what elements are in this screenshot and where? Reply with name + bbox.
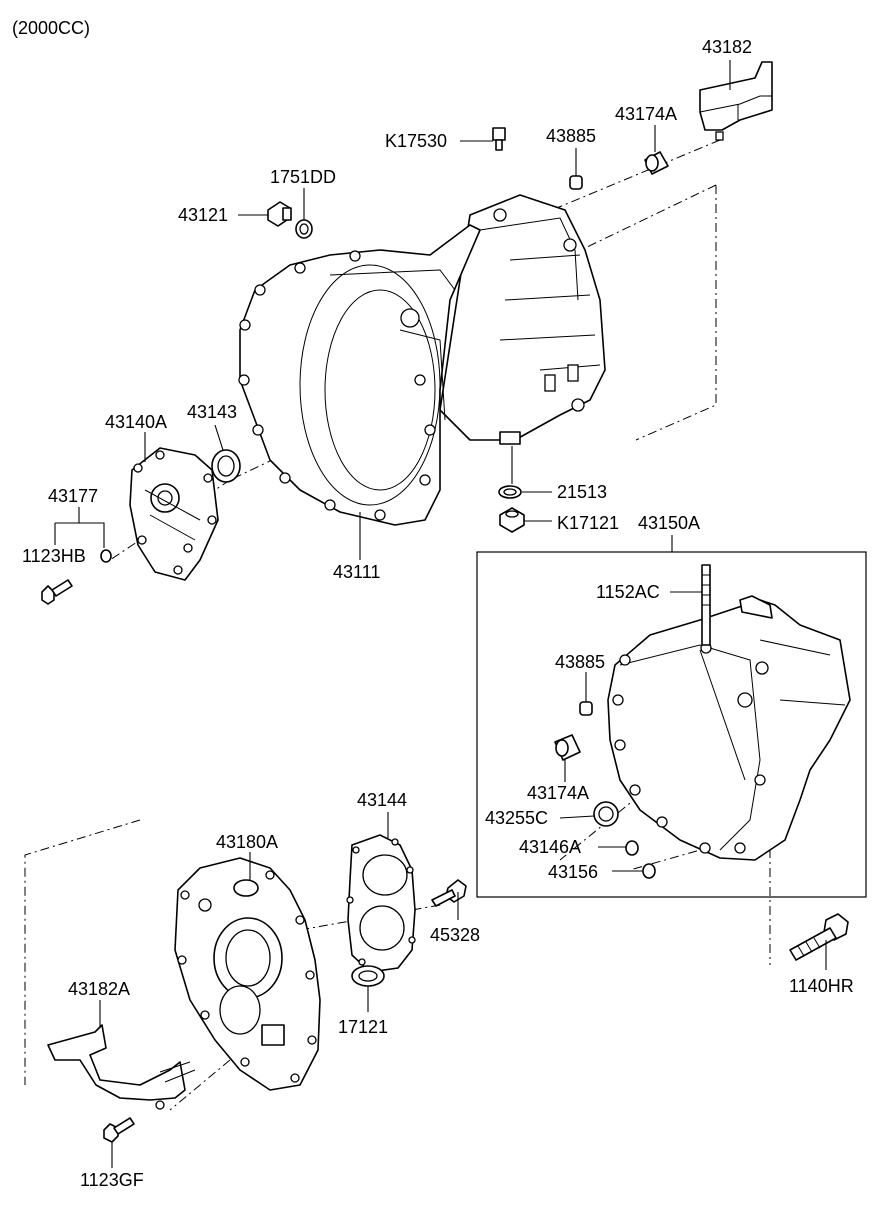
part-1152AC-stud-bolt[interactable] — [701, 564, 711, 646]
label-45328: 45328 — [430, 925, 480, 945]
part-1751DD-washer[interactable] — [295, 219, 313, 239]
label-43885-top: 43885 — [546, 126, 596, 146]
part-43143-oil-seal[interactable] — [211, 449, 241, 483]
label-1140HR: 1140HR — [789, 976, 854, 996]
part-43111-transmission-case[interactable] — [238, 194, 606, 526]
label-43143: 43143 — [187, 402, 237, 422]
label-43180A: 43180A — [216, 832, 278, 852]
part-17121-seal[interactable] — [351, 965, 385, 987]
part-43144-gasket[interactable] — [346, 834, 416, 973]
label-43150A: 43150A — [638, 513, 700, 533]
label-1751DD: 1751DD — [270, 167, 336, 187]
part-K17121-drain-plug[interactable] — [499, 507, 525, 533]
part-43146A-ring[interactable] — [625, 840, 639, 856]
part-43182A-bracket[interactable] — [47, 1024, 196, 1110]
part-43885-dowel-box[interactable] — [579, 701, 593, 716]
part-K17530-sensor[interactable] — [492, 127, 506, 151]
label-21513: 21513 — [557, 482, 607, 502]
label-43255C: 43255C — [485, 808, 548, 828]
part-43156-ring[interactable] — [642, 863, 656, 879]
part-1123HB-bolt[interactable] — [41, 579, 73, 605]
label-K17530: K17530 — [385, 131, 447, 151]
part-43182-bracket[interactable] — [699, 61, 773, 141]
part-43121-plug[interactable] — [267, 201, 292, 227]
label-17121: 17121 — [338, 1017, 388, 1037]
part-43180A-intermediate-plate[interactable] — [174, 857, 321, 1091]
label-43182: 43182 — [702, 37, 752, 57]
part-45328-bolt[interactable] — [431, 879, 467, 907]
label-43174A-top: 43174A — [615, 104, 677, 124]
part-43174A-bushing-box[interactable] — [554, 734, 581, 761]
label-43156: 43156 — [548, 862, 598, 882]
label-43174A-box: 43174A — [527, 783, 589, 803]
label-43144: 43144 — [357, 790, 407, 810]
part-43174A-bushing[interactable] — [644, 151, 669, 175]
part-1140HR-bolt[interactable] — [789, 913, 849, 961]
part-43885-dowel[interactable] — [569, 175, 583, 190]
part-43255C-needle-bearing[interactable] — [593, 801, 619, 827]
label-43146A: 43146A — [519, 837, 581, 857]
part-43140A-front-cover[interactable] — [129, 447, 219, 581]
part-43150A-case-assembly[interactable] — [607, 595, 851, 861]
label-43111: 43111 — [333, 562, 380, 582]
label-43121: 43121 — [178, 205, 228, 225]
part-43177-washer[interactable] — [100, 549, 112, 563]
part-1123GF-bolt[interactable] — [103, 1117, 135, 1143]
label-K17121: K17121 — [557, 513, 619, 533]
engine-variant-label: (2000CC) — [12, 18, 90, 38]
label-1123GF: 1123GF — [80, 1170, 144, 1190]
label-43885-box: 43885 — [555, 652, 605, 672]
label-43182A: 43182A — [68, 979, 130, 999]
label-1152AC: 1152AC — [596, 582, 660, 602]
label-43140A: 43140A — [105, 412, 167, 432]
label-1123HB: 1123HB — [22, 546, 86, 566]
label-43177: 43177 — [48, 486, 98, 506]
part-21513-gasket[interactable] — [498, 485, 522, 499]
